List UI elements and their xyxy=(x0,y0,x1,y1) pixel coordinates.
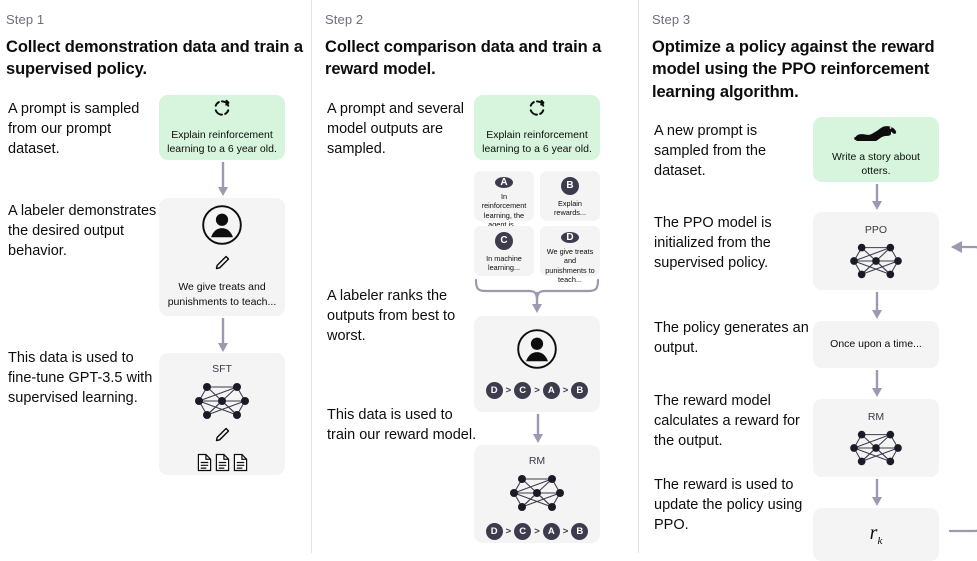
arrow-down-3c xyxy=(871,369,882,398)
arrow-down-3a xyxy=(871,183,882,211)
reload-icon xyxy=(212,98,232,123)
rm-rank-sep-3: > xyxy=(562,525,569,537)
pencil-icon xyxy=(214,254,231,276)
step-2-ranking-card[interactable]: D > C > A > B xyxy=(474,315,600,412)
step-2-output-c[interactable]: C In machine learning... xyxy=(474,225,534,276)
column-divider-2 xyxy=(638,0,639,553)
step-3-title: Optimize a policy against the reward mod… xyxy=(652,38,935,101)
rank-chip-4: B xyxy=(571,382,589,400)
step-3-ppo-title: PPO xyxy=(864,224,888,237)
step-1-title: Collect demonstration data and train a s… xyxy=(6,38,303,79)
step-3-rm-title: RM xyxy=(867,411,885,424)
step-3-desc-3: The policy generates an output. xyxy=(654,319,809,356)
step-1-desc-3: This data is used to fine-tune GPT-3.5 w… xyxy=(8,349,153,406)
rank-sep-2: > xyxy=(534,385,540,397)
step-3-desc-4: The reward model calculates a reward for… xyxy=(654,392,800,449)
feedback-loop-arrow xyxy=(938,227,977,544)
brace-connector xyxy=(474,278,600,320)
rm-rank-chip-3: A xyxy=(542,522,560,540)
step-1-desc-2: A labeler demonstrates the desired outpu… xyxy=(8,202,157,259)
step-3-output-card[interactable]: Once upon a time... xyxy=(813,320,939,368)
rm-rank-sep-2: > xyxy=(534,525,540,537)
step-3-output-text: Once upon a time... xyxy=(830,338,922,351)
otter-icon xyxy=(853,121,899,146)
neural-network-icon xyxy=(846,426,906,470)
rm-rank-chip-1: D xyxy=(485,522,503,540)
step-1-sft-card[interactable]: SFT xyxy=(159,352,285,475)
step-3-ppo-card[interactable]: PPO xyxy=(813,211,939,290)
step-2-title: Collect comparison data and train a rewa… xyxy=(325,38,602,79)
step-2-prompt-text: Explain reinforcement learning to a 6 ye… xyxy=(482,128,592,156)
step-3-label: Step 3 xyxy=(652,12,691,27)
step-2-body: A prompt and several model outputs are s… xyxy=(325,94,638,543)
step-1-label: Step 1 xyxy=(6,12,45,27)
output-text-b: Explain rewards... xyxy=(553,198,587,218)
step-2-output-b[interactable]: B Explain rewards... xyxy=(540,170,600,221)
step-3-prompt-text: Write a story about otters. xyxy=(832,150,920,177)
rank-chip-1: D xyxy=(485,382,503,400)
neural-network-icon xyxy=(191,378,253,424)
step-3-desc-5: The reward is used to update the policy … xyxy=(654,476,803,533)
step-1-desc-1: A prompt is sampled from our prompt data… xyxy=(8,100,140,157)
neural-network-icon xyxy=(506,470,568,516)
column-divider-1 xyxy=(311,0,312,553)
step-1-column: Step 1 Collect demonstration data and tr… xyxy=(0,0,311,553)
arrow-down-3d xyxy=(871,478,882,507)
step-3-desc-2: The PPO model is initialized from the su… xyxy=(654,214,772,271)
step-1-prompt-card[interactable]: Explain reinforcement learning to a 6 ye… xyxy=(159,94,285,160)
rank-chip-3: A xyxy=(542,382,560,400)
step-2-rm-title: RM xyxy=(528,454,546,467)
output-letter-a: A xyxy=(495,176,513,188)
step-2-desc-2: A labeler ranks the outputs from best to… xyxy=(327,287,456,344)
output-text-d: We give treats and punishments to teach.… xyxy=(545,246,595,284)
step-2-output-a[interactable]: A In reinforcement learning, the agent i… xyxy=(474,170,534,229)
step-1-body: A prompt is sampled from our prompt data… xyxy=(6,94,311,525)
pencil-icon xyxy=(214,426,231,448)
step-2-column: Step 2 Collect comparison data and train… xyxy=(311,0,638,553)
arrow-down-1b xyxy=(217,317,228,353)
step-3-prompt-card[interactable]: Write a story about otters. xyxy=(813,116,939,182)
rank-chip-2: C xyxy=(514,382,532,400)
rank-sep-3: > xyxy=(562,385,569,397)
step-1-labeler-text: We give treats and punishments to teach.… xyxy=(167,281,277,308)
rank-sep-1: > xyxy=(505,385,512,397)
step-2-desc-3: This data is used to train our reward mo… xyxy=(327,406,477,443)
output-letter-c: C xyxy=(495,231,513,250)
output-letter-d: D xyxy=(561,231,579,243)
step-1-prompt-text: Explain reinforcement learning to a 6 ye… xyxy=(167,128,277,156)
step-3-desc-1: A new prompt is sampled from the dataset… xyxy=(654,122,767,179)
reward-symbol: rk xyxy=(869,521,883,547)
arrow-down-1a xyxy=(217,161,228,197)
step-2-rm-card[interactable]: RM xyxy=(474,444,600,543)
reload-icon xyxy=(527,98,547,123)
output-text-a: In reinforcement learning, the agent is.… xyxy=(481,191,527,229)
step-2-ranking-row: D > C > A > B xyxy=(485,382,589,400)
step-2-desc-1: A prompt and several model outputs are s… xyxy=(327,100,465,157)
step-1-labeler-card[interactable]: We give treats and punishments to teach.… xyxy=(159,197,285,316)
neural-network-icon xyxy=(846,239,906,283)
arrow-down-2 xyxy=(532,413,543,444)
step-3-body: A new prompt is sampled from the dataset… xyxy=(652,109,977,561)
step-3-column: Step 3 Optimize a policy against the rew… xyxy=(638,0,977,561)
rm-rank-chip-4: B xyxy=(571,522,589,540)
step-2-label: Step 2 xyxy=(325,12,364,27)
rm-rank-chip-2: C xyxy=(514,522,532,540)
step-3-rm-card[interactable]: RM xyxy=(813,398,939,477)
rm-rank-sep-1: > xyxy=(505,525,512,537)
step-2-rm-ranking-row: D > C > A > B xyxy=(485,522,589,540)
person-icon xyxy=(201,204,243,251)
output-text-c: In machine learning... xyxy=(486,253,522,273)
step-3-reward-card[interactable]: rk xyxy=(813,507,939,561)
arrow-down-3b xyxy=(871,291,882,320)
person-icon xyxy=(516,328,558,375)
step-2-prompt-card[interactable]: Explain reinforcement learning to a 6 ye… xyxy=(474,94,600,160)
output-letter-b: B xyxy=(561,176,579,195)
step-1-sft-title: SFT xyxy=(212,363,232,376)
step-2-output-d[interactable]: D We give treats and punishments to teac… xyxy=(540,225,600,284)
documents-icon xyxy=(197,453,248,472)
